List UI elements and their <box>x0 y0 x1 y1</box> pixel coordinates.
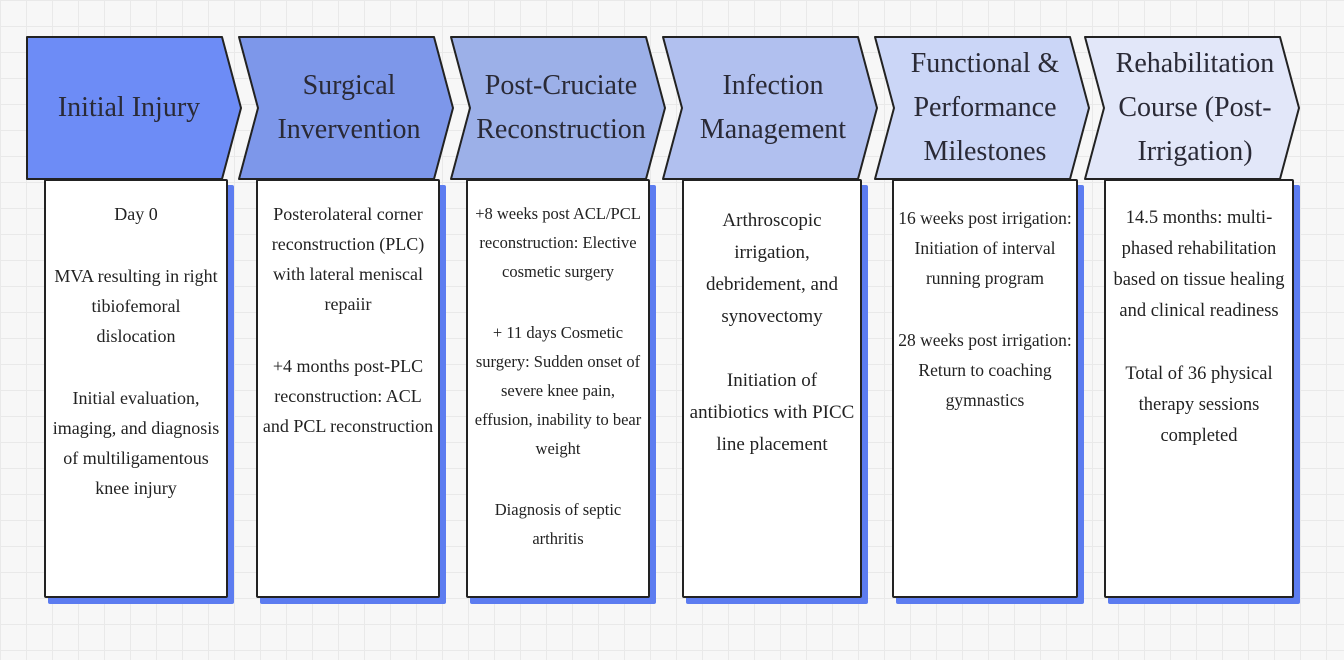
stage-details-card: Posterolateral corner reconstruction (PL… <box>256 179 446 604</box>
stage-detail-text: 16 weeks post irrigation: Initiation of … <box>898 208 1072 288</box>
stage-detail-text: +8 weeks post ACL/PCL reconstruction: El… <box>475 204 641 281</box>
stage-title: Infection Management <box>699 70 847 145</box>
stage-detail-text: Day 0 <box>114 204 158 224</box>
stage-header-chevron: Rehabilitation Course (Post-Irrigation) <box>1084 36 1300 180</box>
stage-title: Post-Cruciate Reconstruction <box>476 70 646 145</box>
stage-detail-text: + 11 days Cosmetic surgery: Sudden onset… <box>474 323 642 458</box>
stage-details-card: +8 weeks post ACL/PCL reconstruction: El… <box>466 179 656 604</box>
stage-header-chevron: Initial Injury <box>26 36 242 180</box>
stage-detail-text: Initiation of antibiotics with PICC line… <box>689 370 855 455</box>
stage-details-card: Arthroscopic irrigation, debridement, an… <box>682 179 868 604</box>
stage-details-card: 14.5 months: multi-phased rehabilitation… <box>1104 179 1300 604</box>
stage-detail-text: 14.5 months: multi-phased rehabilitation… <box>1113 208 1285 321</box>
stage-detail-text: 28 weeks post irrigation: Return to coac… <box>898 330 1072 410</box>
chevron-arrow-shape <box>26 36 242 180</box>
stage-detail-text: Initial evaluation, imaging, and diagnos… <box>52 388 220 498</box>
stage-title: Functional & Performance Milestones <box>910 48 1060 167</box>
stage-detail-text: Total of 36 physical therapy sessions co… <box>1125 364 1273 446</box>
stage-detail-text: Arthroscopic irrigation, debridement, an… <box>706 210 838 327</box>
stage-title: Initial Injury <box>57 92 201 123</box>
stage-title: Surgical Invervention <box>277 70 421 145</box>
stage-detail-text: Diagnosis of septic arthritis <box>494 500 622 548</box>
stage-title: Rehabilitation Course (Post-Irrigation) <box>1115 48 1275 167</box>
stage-detail-text: Posterolateral corner reconstruction (PL… <box>271 204 425 314</box>
stage-header-chevron: Functional & Performance Milestones <box>874 36 1090 180</box>
stage-detail-text: MVA resulting in right tibiofemoral disl… <box>54 266 218 346</box>
stage-header-chevron: Surgical Invervention <box>238 36 454 180</box>
stage-detail-text: +4 months post-PLC reconstruction: ACL a… <box>262 356 434 436</box>
stage-header-chevron: Infection Management <box>662 36 878 180</box>
stage-details-card: Day 0 MVA resulting in right tibiofemora… <box>44 179 234 604</box>
stage-header-chevron: Post-Cruciate Reconstruction <box>450 36 666 180</box>
stage-details-card: 16 weeks post irrigation: Initiation of … <box>892 179 1084 604</box>
